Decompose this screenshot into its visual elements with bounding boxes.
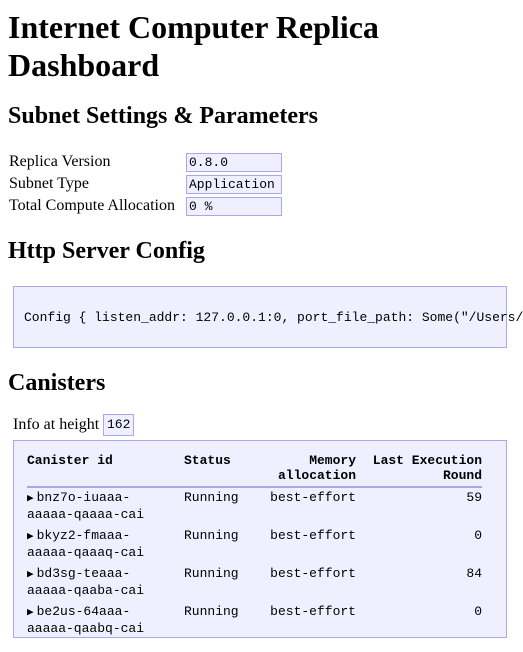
expand-triangle-icon[interactable]: ▶: [27, 531, 34, 543]
memory-cell: best-effort: [270, 528, 356, 543]
dashboard-page: Internet Computer Replica Dashboard Subn…: [8, 0, 523, 638]
http-config-text: Config { listen_addr: 127.0.0.1:0, port_…: [24, 310, 523, 325]
col-last-execution-round: Last Execution Round: [356, 453, 482, 488]
setting-row-subnet-type: Subnet Type Application: [9, 173, 282, 195]
http-config-box: Config { listen_addr: 127.0.0.1:0, port_…: [13, 286, 523, 348]
status-cell: Running: [184, 604, 239, 619]
col-canister-id: Canister id: [27, 453, 184, 488]
memory-cell: best-effort: [270, 604, 356, 619]
round-cell: 0: [474, 604, 482, 619]
canisters-heading: Canisters: [8, 370, 106, 396]
height-info: Info at height 162: [13, 414, 135, 436]
table-header-row: Canister id Status Memory allocation Las…: [27, 453, 482, 488]
col-status: Status: [184, 453, 264, 488]
setting-value: Application: [186, 174, 282, 194]
setting-label: Total Compute Allocation: [9, 197, 175, 214]
page-title: Internet Computer Replica Dashboard: [8, 9, 379, 83]
expand-triangle-icon[interactable]: ▶: [27, 493, 34, 505]
table-row: ▶bkyz2-fmaaa- aaaaa-qaaaq-cai Running be…: [27, 526, 482, 564]
height-value: 162: [103, 414, 135, 436]
setting-row-total-compute-allocation: Total Compute Allocation 0 %: [9, 195, 282, 217]
canister-id-cell[interactable]: ▶bnz7o-iuaaa- aaaaa-qaaaa-cai: [27, 490, 145, 522]
canister-id-cell[interactable]: ▶bkyz2-fmaaa- aaaaa-qaaaq-cai: [27, 528, 145, 560]
table-row: ▶be2us-64aaa- aaaaa-qaabq-cai Running be…: [27, 602, 482, 640]
round-cell: 0: [474, 528, 482, 543]
round-cell: 84: [466, 566, 482, 581]
canisters-table-box: Canister id Status Memory allocation Las…: [13, 440, 507, 638]
height-label: Info at height: [13, 416, 100, 433]
setting-label: Replica Version: [9, 153, 111, 170]
memory-cell: best-effort: [270, 566, 356, 581]
setting-value: 0 %: [186, 196, 282, 216]
canister-id-cell[interactable]: ▶be2us-64aaa- aaaaa-qaabq-cai: [27, 604, 145, 636]
canister-id-cell[interactable]: ▶bd3sg-teaaa- aaaaa-qaaba-cai: [27, 566, 145, 598]
status-cell: Running: [184, 566, 239, 581]
table-row: ▶bd3sg-teaaa- aaaaa-qaaba-cai Running be…: [27, 564, 482, 602]
table-row: ▶bnz7o-iuaaa- aaaaa-qaaaa-cai Running be…: [27, 487, 482, 526]
setting-row-replica-version: Replica Version 0.8.0: [9, 151, 282, 173]
round-cell: 59: [466, 490, 482, 505]
setting-value: 0.8.0: [186, 152, 282, 172]
status-cell: Running: [184, 490, 239, 505]
subnet-heading: Subnet Settings & Parameters: [8, 103, 318, 129]
expand-triangle-icon[interactable]: ▶: [27, 569, 34, 581]
http-heading: Http Server Config: [8, 238, 205, 264]
expand-triangle-icon[interactable]: ▶: [27, 607, 34, 619]
canisters-table: Canister id Status Memory allocation Las…: [27, 453, 482, 640]
status-cell: Running: [184, 528, 239, 543]
setting-label: Subnet Type: [9, 175, 89, 192]
col-memory-allocation: Memory allocation: [264, 453, 356, 488]
subnet-settings: Replica Version 0.8.0 Subnet Type Applic…: [9, 151, 282, 217]
memory-cell: best-effort: [270, 490, 356, 505]
